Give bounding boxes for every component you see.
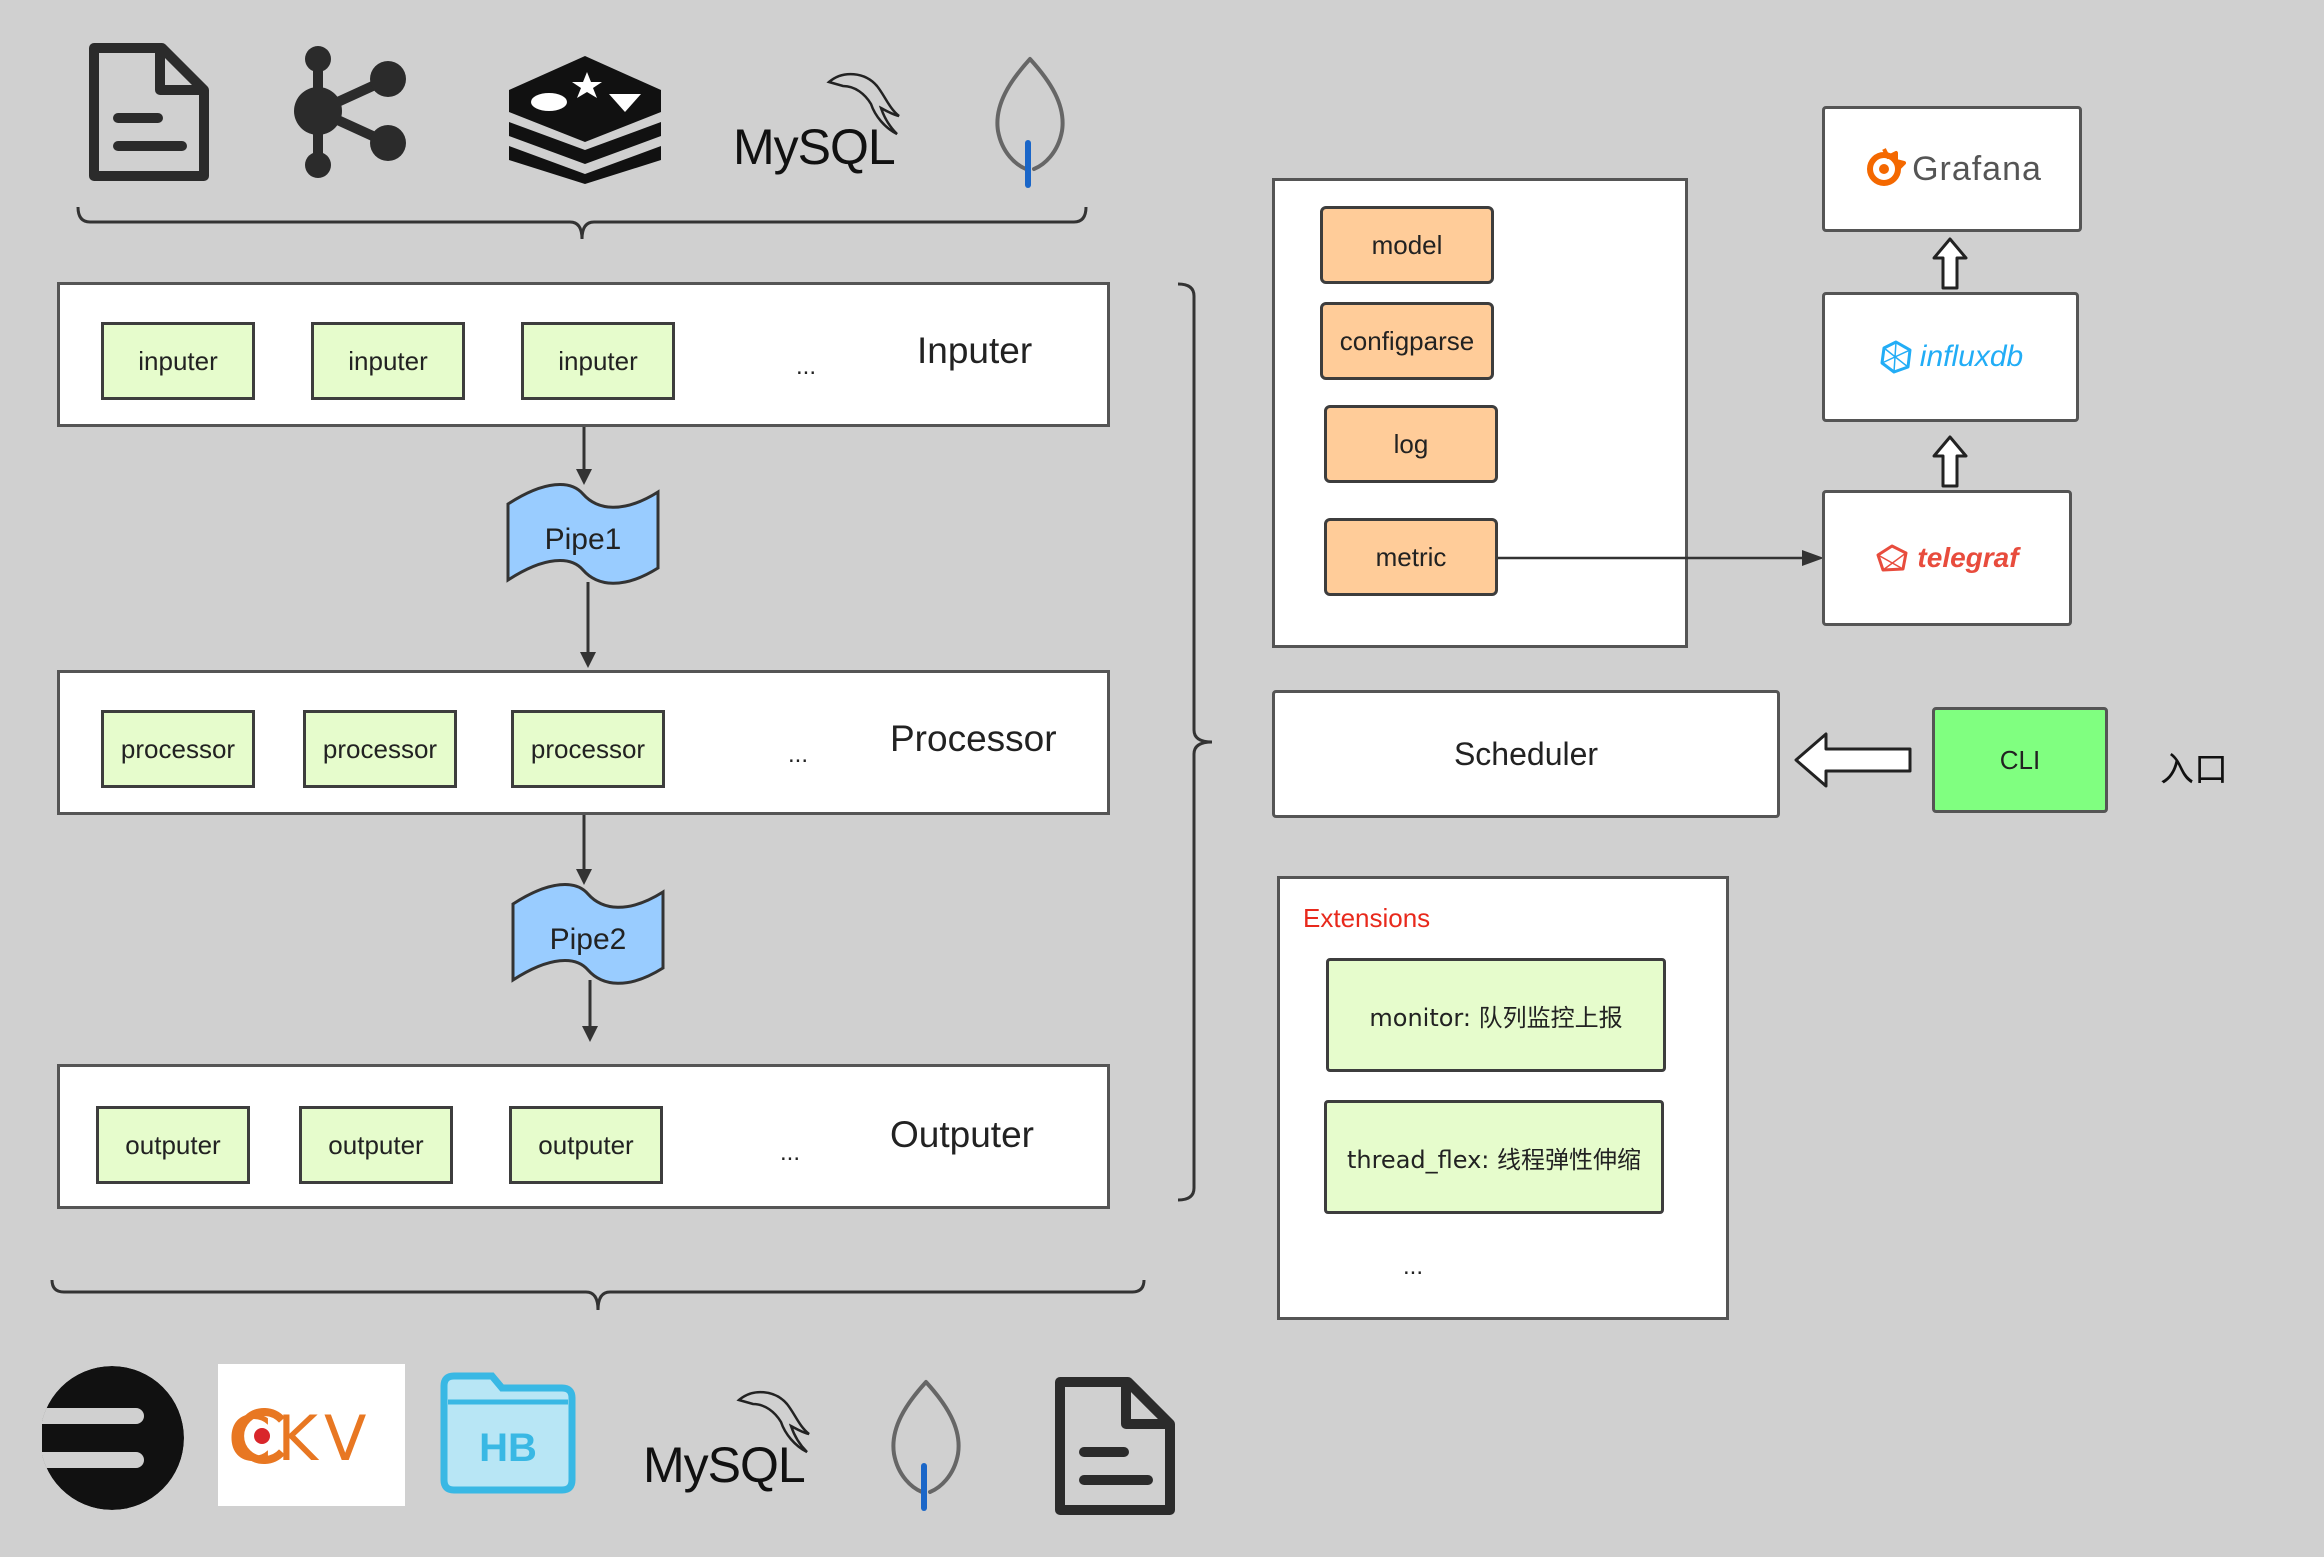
processor-box-3[interactable]: processor xyxy=(511,710,665,788)
pipeline-brace xyxy=(1176,282,1216,1202)
hbase-logo: HB xyxy=(440,1372,576,1494)
log-box[interactable]: log xyxy=(1324,405,1498,483)
entry-label: 入口 xyxy=(2160,750,2228,790)
scheduler-label: Scheduler xyxy=(1453,735,1599,772)
processor-box-1[interactable]: processor xyxy=(101,710,255,788)
inputer-box-3[interactable]: inputer xyxy=(521,322,675,400)
grafana-icon xyxy=(1867,148,1907,186)
arrow-metric-to-telegraf xyxy=(1498,546,1826,570)
telegraf-box[interactable]: telegraf xyxy=(1822,490,2072,626)
processor-more: ... xyxy=(788,741,809,768)
cli-box[interactable]: CLI xyxy=(1932,707,2108,813)
extensions-more: ... xyxy=(1403,1253,1424,1280)
arrow-influxdb-to-grafana xyxy=(1930,236,1970,292)
model-box[interactable]: model xyxy=(1320,206,1494,284)
grafana-label: Grafana xyxy=(1912,149,2042,188)
metric-box[interactable]: metric xyxy=(1324,518,1498,596)
mysql-logo-bottom: MySQL xyxy=(643,1386,813,1496)
telegraf-icon xyxy=(1876,544,1908,572)
configparse-box[interactable]: configparse xyxy=(1320,302,1494,380)
telegraf-label: telegraf xyxy=(1917,542,2019,573)
arrow-processor-to-pipe2 xyxy=(572,815,596,889)
arrow-pipe1-to-processor xyxy=(576,582,600,672)
inputer-title: Inputer xyxy=(917,330,1033,371)
inputer-box-2[interactable]: inputer xyxy=(311,322,465,400)
top-brace xyxy=(76,205,1088,245)
mysql-text-bottom: MySQL xyxy=(643,1437,806,1493)
ckv-logo: CKV xyxy=(218,1364,405,1506)
kafka-icon xyxy=(290,45,410,180)
bottom-brace xyxy=(50,1278,1150,1314)
mysql-text: MySQL xyxy=(733,119,896,175)
ckv-text: CKV xyxy=(228,1402,373,1475)
extension-monitor[interactable]: monitor: 队列监控上报 xyxy=(1326,958,1666,1072)
outputer-title: Outputer xyxy=(890,1114,1034,1155)
redis-icon xyxy=(505,50,665,185)
pipe2: Pipe2 xyxy=(510,880,666,992)
pipe1: Pipe1 xyxy=(505,480,661,592)
pipe2-label: Pipe2 xyxy=(549,923,627,956)
inputer-more: ... xyxy=(796,353,817,380)
hbase-text: HB xyxy=(479,1426,537,1470)
outputer-box-3[interactable]: outputer xyxy=(509,1106,663,1184)
file-icon-bottom xyxy=(1054,1376,1176,1516)
mongodb-icon-bottom xyxy=(886,1378,966,1513)
arrow-inputer-to-pipe1 xyxy=(572,427,596,487)
extensions-panel: Extensions ... xyxy=(1277,876,1729,1320)
processor-box-2[interactable]: processor xyxy=(303,710,457,788)
outputer-box-2[interactable]: outputer xyxy=(299,1106,453,1184)
cli-label: CLI xyxy=(1999,744,2041,775)
inputer-box-1[interactable]: inputer xyxy=(101,322,255,400)
arrow-cli-to-scheduler xyxy=(1792,730,1914,790)
mysql-logo: MySQL xyxy=(733,68,903,178)
influxdb-box[interactable]: influxdb xyxy=(1822,292,2079,422)
arrow-telegraf-to-influxdb xyxy=(1930,434,1970,490)
influxdb-icon xyxy=(1880,340,1912,374)
elasticsearch-logo xyxy=(42,1362,186,1514)
arrow-pipe2-to-outputer xyxy=(578,980,602,1046)
mongodb-icon xyxy=(990,55,1070,190)
influxdb-label: influxdb xyxy=(1919,340,2024,373)
file-icon xyxy=(88,42,210,182)
processor-panel: Processor ... xyxy=(57,670,1110,815)
outputer-box-1[interactable]: outputer xyxy=(96,1106,250,1184)
extensions-title: Extensions xyxy=(1303,903,1431,933)
pipe1-label: Pipe1 xyxy=(544,523,622,556)
processor-title: Processor xyxy=(890,718,1057,759)
outputer-more: ... xyxy=(780,1139,801,1166)
extension-thread-flex[interactable]: thread_flex: 线程弹性伸缩 xyxy=(1324,1100,1664,1214)
grafana-box[interactable]: Grafana xyxy=(1822,106,2082,232)
scheduler-box[interactable]: Scheduler xyxy=(1272,690,1780,818)
